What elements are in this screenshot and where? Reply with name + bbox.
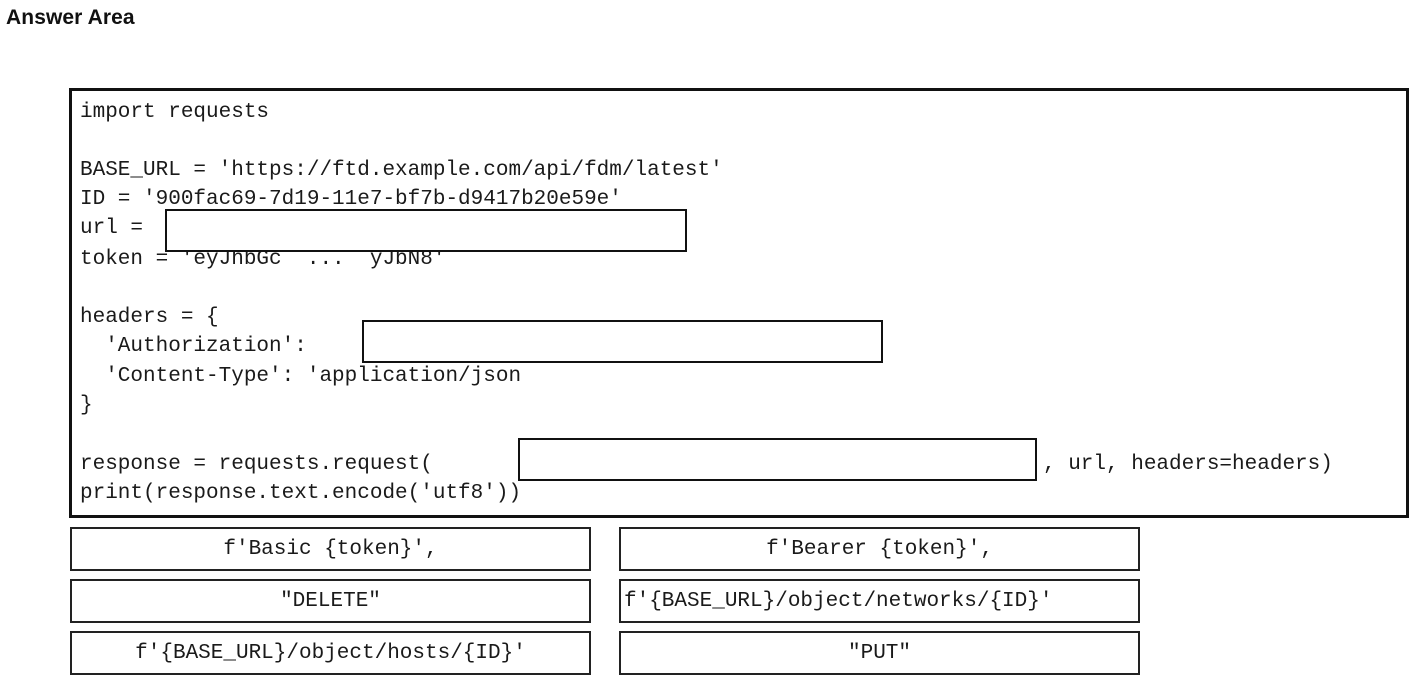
option-basic-token[interactable]: f'Basic {token}', [70,527,591,571]
code-line-base-url: BASE_URL = 'https://ftd.example.com/api/… [80,159,723,182]
method-drop-target[interactable] [518,438,1037,481]
code-line-response-prefix: response = requests.request( [80,453,433,476]
url-drop-target[interactable] [165,209,687,252]
option-hosts-url[interactable]: f'{BASE_URL}/object/hosts/{ID}' [70,631,591,675]
page-title: Answer Area [6,6,135,29]
code-line-print: print(response.text.encode('utf8')) [80,482,522,505]
option-put[interactable]: "PUT" [619,631,1140,675]
option-bearer-token[interactable]: f'Bearer {token}', [619,527,1140,571]
code-line-headers-close: } [80,394,93,417]
code-line-id: ID = '900fac69-7d19-11e7-bf7b-d9417b20e5… [80,188,622,211]
code-line-authorization-prefix: 'Authorization': [80,335,307,358]
code-line-token: token = 'eyJhbGc ... yJbN8' [80,248,446,271]
code-line-content-type: 'Content-Type': 'application/json [80,365,522,388]
option-networks-url[interactable]: f'{BASE_URL}/object/networks/{ID}' [619,579,1140,623]
option-delete[interactable]: "DELETE" [70,579,591,623]
code-line-response-suffix: , url, headers=headers) [1043,453,1333,476]
authorization-drop-target[interactable] [362,320,883,363]
code-line-headers-open: headers = { [80,306,219,329]
code-line-import: import requests [80,101,270,124]
code-line-url-prefix: url = [80,217,144,240]
